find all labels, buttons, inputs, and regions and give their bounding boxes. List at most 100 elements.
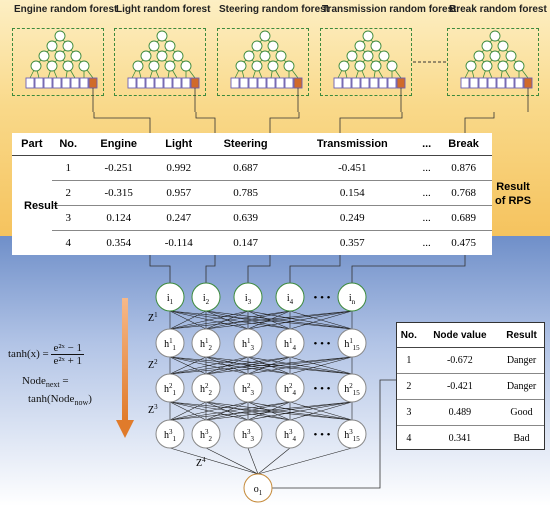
h-char: h xyxy=(242,384,247,395)
hidden-sub: 15 xyxy=(353,344,361,352)
hidden-node-1-4 xyxy=(337,373,367,403)
hidden-sup: 2 xyxy=(205,382,209,390)
forest-box-0 xyxy=(12,28,104,96)
node-cell: Bad xyxy=(513,433,530,444)
h-char: h xyxy=(164,384,169,395)
hidden-node-0-1 xyxy=(191,328,221,358)
z-sup: 2 xyxy=(154,358,158,366)
input-label-0-main: i xyxy=(167,293,170,304)
weight-line xyxy=(289,310,353,330)
rps-cell: ... xyxy=(422,237,431,249)
hidden-sup: 3 xyxy=(289,428,293,436)
hidden-label-0-1: h12 xyxy=(200,337,213,352)
weight-line xyxy=(169,356,353,375)
weight-line xyxy=(169,310,207,330)
node-cell: 1 xyxy=(397,347,421,374)
weight-line xyxy=(169,356,291,375)
h-char: h xyxy=(344,430,349,441)
input-label-1: i2 xyxy=(203,293,210,306)
route-line-3 xyxy=(339,112,403,133)
hidden-sup: 1 xyxy=(289,337,293,345)
h-char: h xyxy=(284,430,289,441)
rps-header-4: Steering xyxy=(204,133,287,156)
rps-cell: 0.689 xyxy=(435,205,492,231)
hidden-sub: 2 xyxy=(209,344,213,352)
rps-label: Result of RPS xyxy=(495,180,531,208)
rps-cell: 0.124 xyxy=(84,205,153,231)
hidden-node-2-3 xyxy=(275,419,305,449)
hidden-node-0-3 xyxy=(275,328,305,358)
node-cell: Danger xyxy=(499,373,544,400)
weight-line xyxy=(169,356,249,375)
rps-cell: 0.247 xyxy=(152,205,205,231)
rps-header-7: Break xyxy=(435,133,492,156)
rps-cell: 0.147 xyxy=(233,237,258,249)
input-node-3 xyxy=(275,282,305,312)
h-char: h xyxy=(344,384,349,395)
rps-cell: -0.114 xyxy=(164,237,193,249)
hidden-node-0-2 xyxy=(233,328,263,358)
z-sup: 4 xyxy=(202,456,206,464)
weight-line xyxy=(169,310,249,330)
rps-cell: -0.451 xyxy=(286,155,419,181)
hidden-sub: 4 xyxy=(293,389,297,397)
tanh-numerator: e²ˣ − 1 xyxy=(51,342,85,355)
input-label-3-sub: 4 xyxy=(290,298,294,306)
input-label-0-sub: 1 xyxy=(170,298,174,306)
output-label-main: o xyxy=(254,484,259,495)
weight-line xyxy=(169,401,291,421)
weight-line xyxy=(247,356,291,375)
node-eq: = xyxy=(62,375,69,387)
rps-cell: 0.249 xyxy=(286,205,419,231)
node-cell: -0.672 xyxy=(420,347,500,374)
hidden-node-0-4 xyxy=(337,328,367,358)
rps-cell: 0.992 xyxy=(152,155,205,181)
rps-header-3: Light xyxy=(152,133,205,156)
z-label-3: Z4 xyxy=(196,456,206,469)
node-next-lhs: Node xyxy=(22,375,46,387)
rps-cell: 0.639 xyxy=(204,205,287,231)
hidden-node-0-0 xyxy=(155,328,185,358)
hidden-sup: 2 xyxy=(169,382,173,390)
hidden-sup: 2 xyxy=(247,382,251,390)
hidden-label-0-4: h115 xyxy=(344,337,360,352)
rps-cell: ... xyxy=(418,180,436,206)
input-link-3 xyxy=(289,255,341,283)
hidden-label-0-0: h11 xyxy=(164,337,176,352)
hidden-node-2-0 xyxy=(155,419,185,449)
tanh-lhs: tanh(x) = xyxy=(8,348,49,361)
input-label-4-main: i xyxy=(349,293,352,304)
weight-line xyxy=(205,401,291,421)
hidden-sub: 2 xyxy=(209,435,213,443)
weight-line xyxy=(247,310,353,330)
node-header-2: Result xyxy=(499,323,544,348)
hidden-ellipsis-0: • • • xyxy=(313,338,330,350)
output-weight-line xyxy=(257,447,291,475)
weight-line xyxy=(169,310,291,330)
output-weight-line xyxy=(257,447,353,475)
weight-line xyxy=(169,356,207,375)
hidden-node-1-3 xyxy=(275,373,305,403)
weight-line xyxy=(247,401,353,421)
hidden-sub: 2 xyxy=(209,389,213,397)
hidden-label-0-2: h13 xyxy=(242,337,255,352)
weight-line xyxy=(289,356,353,375)
hidden-sup: 2 xyxy=(289,382,293,390)
forest-title-2: Steering random forest xyxy=(219,4,330,15)
forest-title-4: Break random forest xyxy=(449,4,547,15)
rps-cell: 2 xyxy=(51,180,85,206)
node-rhs: tanh(Node xyxy=(28,393,75,406)
z-sup: 1 xyxy=(154,311,158,319)
tanh-fraction: e²ˣ − 1 e²ˣ + 1 xyxy=(51,342,85,367)
input-link-2 xyxy=(247,255,271,283)
hidden-sub: 3 xyxy=(251,435,255,443)
rps-header-2: Engine xyxy=(84,133,153,156)
forest-box-4 xyxy=(447,28,539,96)
